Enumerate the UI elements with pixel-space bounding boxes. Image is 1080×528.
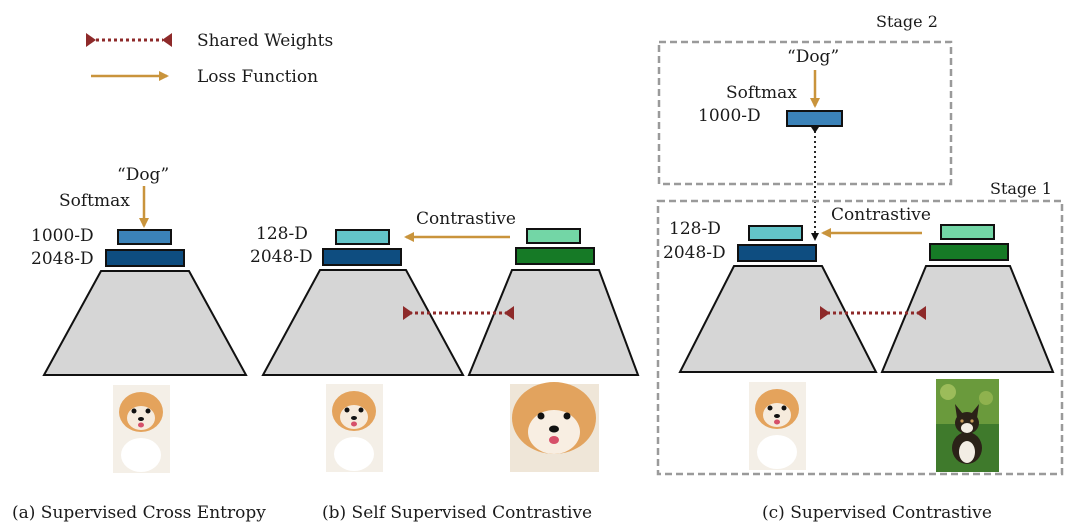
panel-c-shared-weights-right-marker [916,306,926,320]
panel-c-projection-box-left [748,225,803,241]
panel-c-dog-photo-left [749,382,806,470]
panel-a-label-text: “Dog” [117,165,169,185]
shared-weights-legend-left-marker [86,33,96,47]
panel-b-dog-photo-left [326,384,383,472]
panel-b-contrastive-label: Contrastive [416,209,516,229]
panel-b-projection-box-left [335,229,390,245]
panel-b-embedding-box-right [515,247,595,265]
panel-b-shared-weights-right-marker [504,306,514,320]
panel-b-dog-photo-right [510,382,599,472]
panel-a-dog-photo [113,385,170,473]
legend: Shared Weights Loss Function [86,31,333,87]
panel-c-caption: (c) Supervised Contrastive [762,503,992,523]
panel-c-softmax-label: Softmax [726,83,797,103]
panel-b-encoder-left [261,269,465,376]
panel-c-dim-classifier-label: 1000-D [698,106,761,126]
panel-a-dim-bottom-label: 2048-D [31,249,94,269]
panel-c-corgi-photo [936,379,999,472]
panel-c-encoder-right [880,265,1055,373]
panel-c-dim-top-label: 128-D [669,219,721,239]
panel-b-caption: (b) Self Supervised Contrastive [322,503,592,523]
panel-c-projection-box-right [940,224,995,240]
panel-a: “Dog” Softmax 1000-D 2048-D (a) Supervis… [12,165,266,523]
panel-b-embedding-box-left [322,248,402,266]
panel-a-caption: (a) Supervised Cross Entropy [12,503,266,523]
shared-weights-legend-right-marker [162,33,172,47]
panel-a-encoder [42,270,248,376]
panel-c-classifier-box [786,110,843,127]
panel-c-contrastive-label: Contrastive [831,205,931,225]
panel-b-shared-weights-left-marker [403,306,413,320]
panel-c-embedding-box-right [929,243,1009,261]
panel-c-encoder-left [678,265,878,373]
panel-a-embedding-box [105,249,185,267]
panel-b-projection-box-right [526,228,581,244]
panel-b-dim-bottom-label: 2048-D [250,247,313,267]
panel-a-classifier-box [117,229,172,245]
panel-a-softmax-label: Softmax [59,191,130,211]
stage-2-box [657,40,953,186]
stage-1-box [656,199,1064,476]
panel-c-label-text: “Dog” [787,47,839,67]
loss-function-legend-label: Loss Function [197,67,318,87]
panel-c-stage-link-top-marker [811,127,819,133]
stage-2-label: Stage 2 [876,12,938,31]
panel-b-dim-top-label: 128-D [256,224,308,244]
stage-1-label: Stage 1 [990,179,1052,198]
panel-b-encoder-right [467,269,640,376]
shared-weights-legend-label: Shared Weights [197,31,333,51]
panel-c-dim-bottom-label: 2048-D [663,243,726,263]
panel-c-shared-weights-left-marker [820,306,830,320]
panel-b: 128-D 2048-D Contrastive [250,209,640,523]
panel-a-dim-top-label: 1000-D [31,226,94,246]
panel-c: Stage 2 “Dog” Softmax 1000-D Stage 1 128… [656,12,1064,523]
panel-c-embedding-box-left [737,244,817,262]
